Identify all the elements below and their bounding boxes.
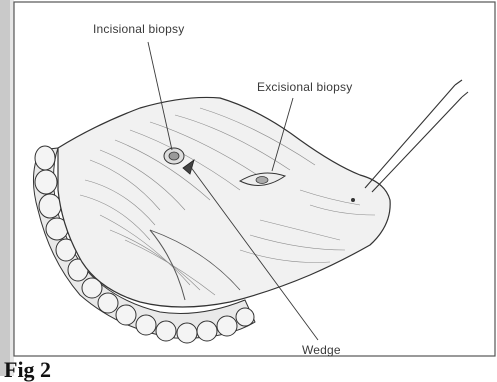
wedge-label: Wedge [302,343,341,357]
tongue-tip-mark [351,198,355,202]
excisional-biopsy-label: Excisional biopsy [257,80,352,94]
scan-shadow [0,0,10,376]
incisional-site [164,148,184,164]
tongue [58,97,390,307]
figure-caption: Fig 2 [4,359,51,381]
incisional-biopsy-label: Incisional biopsy [93,22,184,36]
forceps [365,80,468,192]
